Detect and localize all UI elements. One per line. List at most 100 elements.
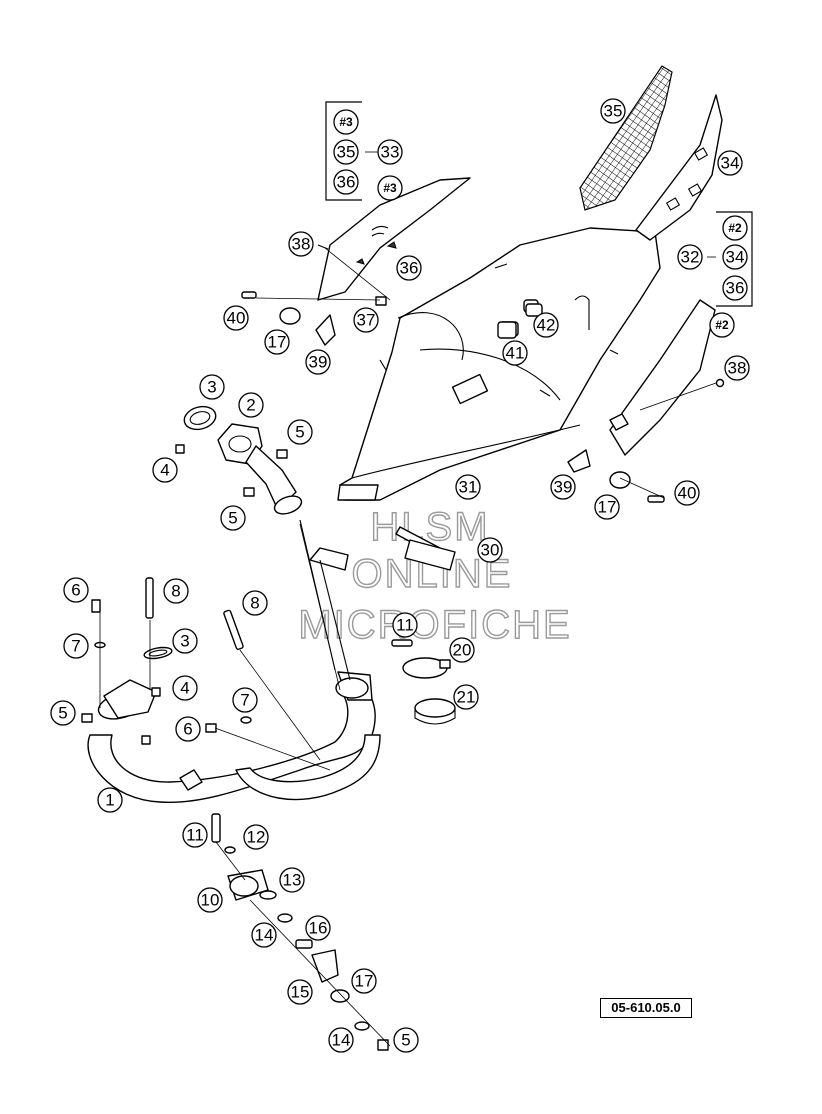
- callout-3: 3: [172, 628, 198, 654]
- svg-text:10: 10: [201, 891, 220, 910]
- svg-text:3: 3: [180, 632, 189, 651]
- legend2-ref: #2: [722, 215, 748, 241]
- legend3-ref: #3: [333, 109, 359, 135]
- callout-21: 21: [453, 684, 479, 710]
- svg-text:42: 42: [537, 316, 556, 335]
- svg-text:14: 14: [332, 1031, 351, 1050]
- svg-text:40: 40: [678, 484, 697, 503]
- callout-10: 10: [197, 887, 223, 913]
- callout-37: 37: [353, 307, 379, 333]
- svg-text:4: 4: [180, 679, 189, 698]
- callout-5: 5: [220, 505, 246, 531]
- svg-text:39: 39: [554, 478, 573, 497]
- svg-text:35: 35: [604, 102, 623, 121]
- callout-40: 40: [223, 305, 249, 331]
- callout-8: 8: [163, 578, 189, 604]
- callout-34: 34: [717, 150, 743, 176]
- callout-40: 40: [674, 480, 700, 506]
- callout-12: 12: [243, 824, 269, 850]
- svg-text:14: 14: [255, 926, 274, 945]
- svg-text:35: 35: [337, 143, 356, 162]
- svg-text:13: 13: [283, 871, 302, 890]
- callout-2: 2: [238, 392, 264, 418]
- svg-text:#3: #3: [339, 115, 353, 129]
- svg-text:37: 37: [357, 311, 376, 330]
- muffler-part-31: [337, 227, 661, 501]
- svg-text:39: 39: [309, 353, 328, 372]
- svg-text:36: 36: [400, 259, 419, 278]
- callout-41: 41: [502, 340, 528, 366]
- watermark: HLSM ONLINE MICROFICHE: [298, 504, 571, 647]
- svg-text:6: 6: [71, 581, 80, 600]
- callout-1: 1: [97, 787, 123, 813]
- heat-shield-mesh-35: [579, 65, 673, 211]
- svg-text:33: 33: [381, 143, 400, 162]
- svg-text:5: 5: [228, 509, 237, 528]
- svg-text:17: 17: [355, 972, 374, 991]
- header-pipe-1: [87, 519, 381, 804]
- watermark-line-3: MICROFICHE: [298, 603, 571, 647]
- header-flange-2: [183, 405, 303, 515]
- legend3-c: 36: [333, 169, 359, 195]
- svg-text:7: 7: [71, 637, 80, 656]
- callout-3: 3: [199, 374, 225, 400]
- svg-text:12: 12: [247, 828, 266, 847]
- svg-text:5: 5: [295, 423, 304, 442]
- callout-39: 39: [305, 349, 331, 375]
- legend2-b: 34: [722, 244, 748, 270]
- callout-14: 14: [251, 922, 277, 948]
- heat-shield-34: [635, 94, 723, 241]
- legend-3: #3 35 33 36 #3: [325, 101, 403, 201]
- callout-ref-2: #2: [709, 312, 735, 338]
- svg-text:11: 11: [396, 616, 414, 635]
- callout-5: 5: [50, 700, 76, 726]
- callout-8: 8: [242, 590, 268, 616]
- svg-text:16: 16: [309, 919, 328, 938]
- callout-42: 42: [533, 312, 559, 338]
- callout-5: 5: [287, 419, 313, 445]
- callout-38: 38: [724, 355, 750, 381]
- small-parts: [81, 244, 725, 1051]
- svg-text:5: 5: [58, 704, 67, 723]
- callout-20: 20: [449, 637, 475, 663]
- svg-text:38: 38: [292, 235, 311, 254]
- callout-17: 17: [594, 494, 620, 520]
- svg-text:40: 40: [227, 309, 246, 328]
- callout-7: 7: [63, 633, 89, 659]
- callout-39: 39: [550, 474, 576, 500]
- callout-6: 6: [175, 716, 201, 742]
- svg-text:15: 15: [291, 983, 310, 1002]
- svg-text:41: 41: [506, 344, 525, 363]
- callout-38: 38: [288, 231, 314, 257]
- svg-text:36: 36: [337, 173, 356, 192]
- svg-text:8: 8: [171, 582, 180, 601]
- svg-text:30: 30: [481, 541, 500, 560]
- svg-text:#2: #2: [715, 318, 729, 332]
- callout-11: 11: [182, 822, 208, 848]
- svg-text:6: 6: [183, 720, 192, 739]
- svg-text:11: 11: [186, 826, 204, 845]
- callout-35: 35: [600, 98, 626, 124]
- svg-text:4: 4: [160, 461, 169, 480]
- callouts: 1 2 3 3 4 4 5 5 5 5 6 6 7 7 8 8 10 11 11…: [50, 98, 750, 1053]
- callout-11: 11: [392, 612, 418, 638]
- svg-text:#3: #3: [383, 181, 397, 195]
- svg-text:8: 8: [250, 594, 259, 613]
- callout-6: 6: [63, 577, 89, 603]
- svg-text:17: 17: [598, 498, 617, 517]
- svg-text:5: 5: [401, 1031, 410, 1050]
- svg-text:34: 34: [721, 154, 740, 173]
- legend3-a: 35: [333, 139, 359, 165]
- svg-text:32: 32: [681, 248, 700, 267]
- svg-text:1: 1: [105, 791, 114, 810]
- callout-13: 13: [279, 867, 305, 893]
- gasket-3: [143, 646, 173, 660]
- callout-5: 5: [393, 1027, 419, 1053]
- svg-text:21: 21: [457, 688, 476, 707]
- callout-14: 14: [328, 1027, 354, 1053]
- legend2-a: 32: [677, 244, 703, 270]
- svg-text:17: 17: [268, 333, 287, 352]
- diagram-code-label: 05-610.05.0: [600, 998, 692, 1018]
- legend3-b: 33: [377, 139, 403, 165]
